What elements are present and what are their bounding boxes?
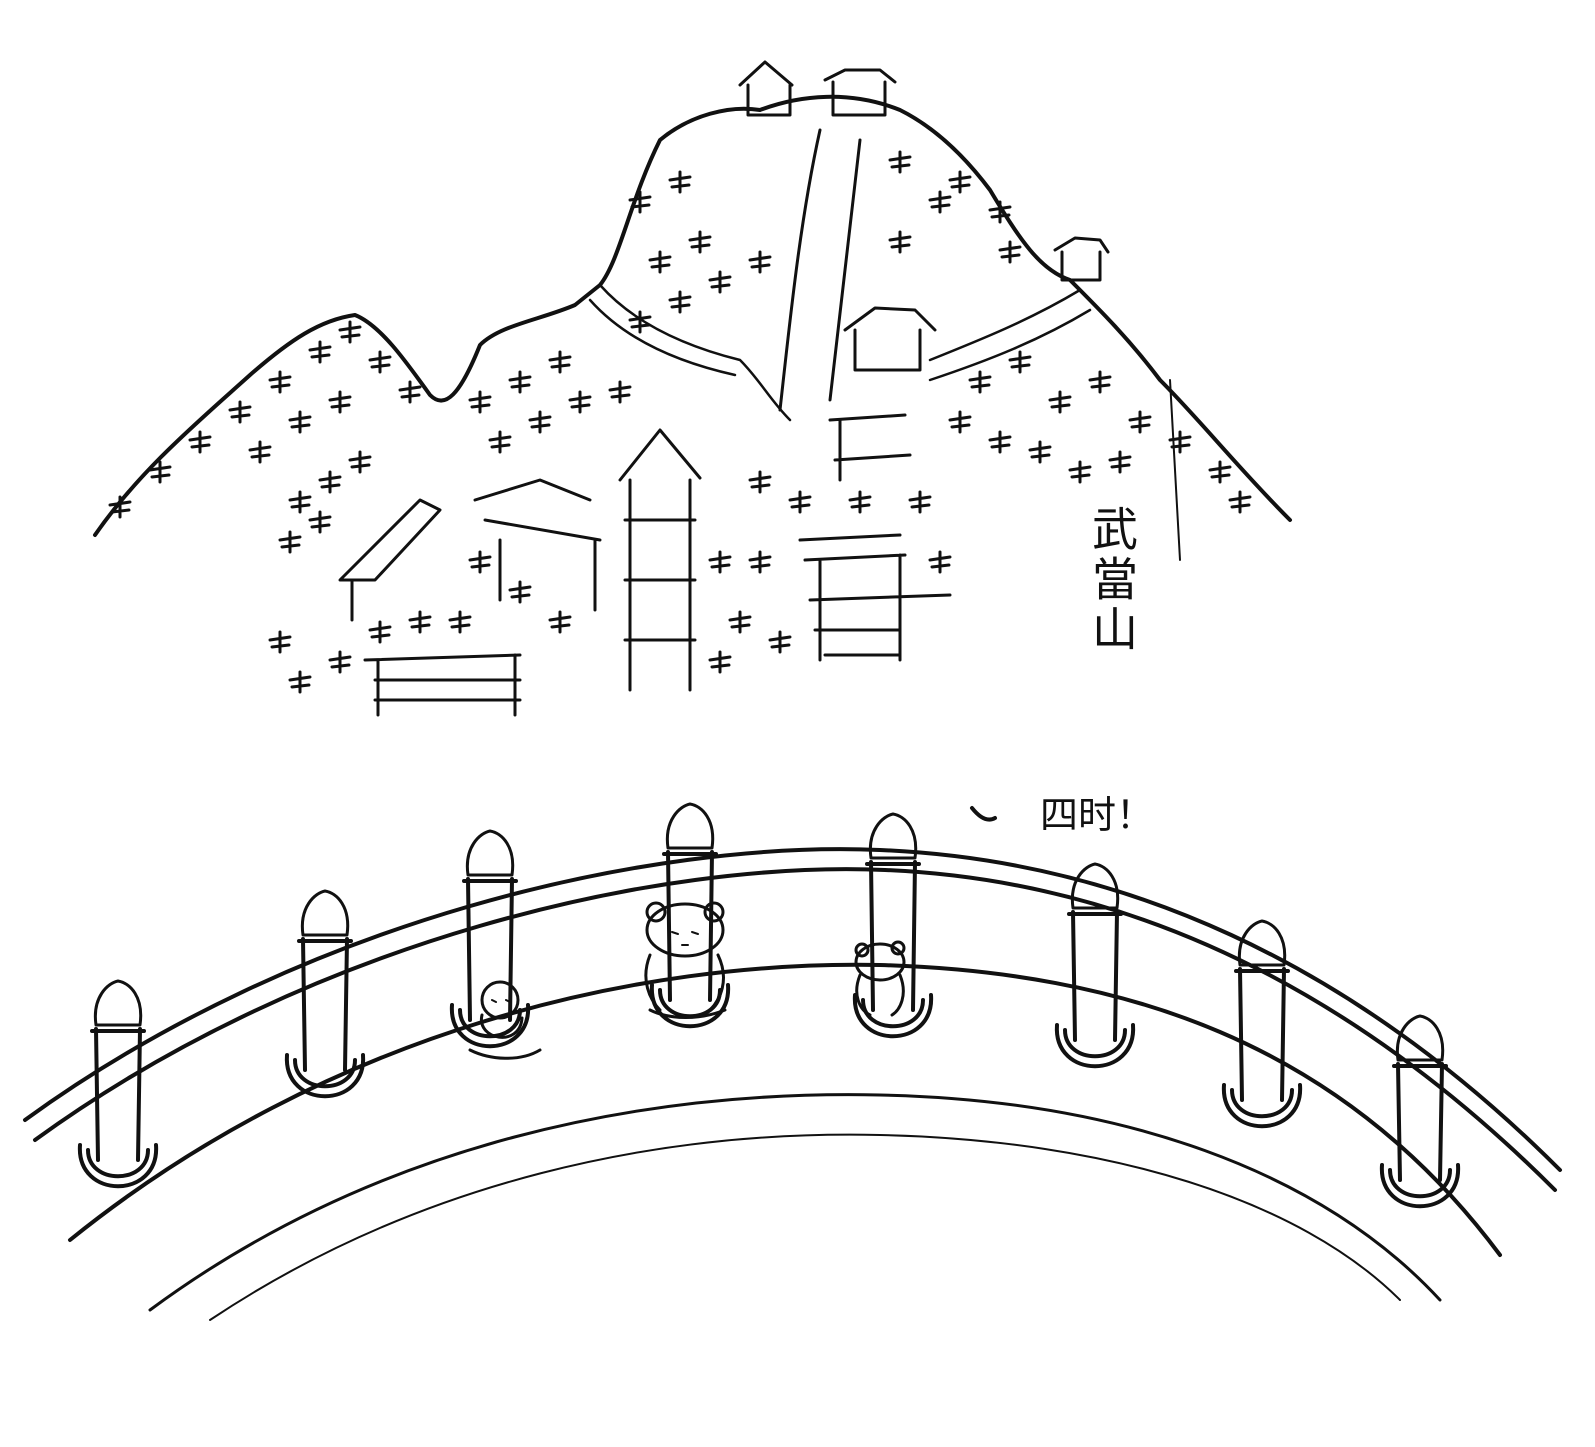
tree-mark (188, 430, 212, 454)
tree-mark (628, 190, 652, 214)
tree-mark (708, 650, 732, 674)
bear-small-left (468, 980, 542, 1060)
tree-mark (318, 470, 342, 494)
mountain-range (93, 94, 1292, 561)
tree-mark (1088, 370, 1112, 394)
tree-mark (948, 170, 972, 194)
bridge-post (1054, 862, 1136, 1069)
tree-mark (338, 320, 362, 344)
tree-mark (288, 670, 312, 694)
tree-mark (968, 370, 992, 394)
tree-mark (488, 430, 512, 454)
tree-mark (288, 490, 312, 514)
bridge-post (449, 829, 531, 1049)
tree-mark (608, 380, 632, 404)
tree-mark (928, 190, 952, 214)
tree-mark (508, 580, 532, 604)
tree-mark (928, 550, 952, 574)
tree-mark (348, 450, 372, 474)
bridge-post (1379, 1014, 1461, 1209)
tree-mark (1048, 390, 1072, 414)
tree-marks (108, 150, 1252, 694)
tree-mark (998, 240, 1022, 264)
tree-mark (278, 530, 302, 554)
tree-mark (398, 380, 422, 404)
tree-mark (708, 550, 732, 574)
tree-mark (768, 630, 792, 654)
speech-text: 四时！ (1040, 793, 1155, 837)
bridge-post (852, 812, 934, 1039)
bear-large-center (644, 901, 727, 1019)
tree-mark (268, 630, 292, 654)
tree-mark (368, 620, 392, 644)
tree-mark (468, 550, 492, 574)
tree-mark (108, 495, 132, 519)
tree-mark (528, 410, 552, 434)
bridge-post (77, 979, 159, 1189)
tree-mark (1008, 350, 1032, 374)
tree-mark (988, 200, 1012, 224)
tree-mark (548, 610, 572, 634)
tree-mark (668, 170, 692, 194)
tree-mark (328, 390, 352, 414)
mountain-title: 武當山 (1085, 505, 1139, 655)
tree-mark (1108, 450, 1132, 474)
tree-mark (1068, 460, 1092, 484)
arched-bridge (23, 847, 1562, 1321)
summit-temples (738, 60, 1110, 372)
tree-mark (788, 490, 812, 514)
speech-mark (970, 806, 997, 822)
bridge-post (284, 889, 366, 1099)
tree-mark (948, 410, 972, 434)
tree-mark (308, 340, 332, 364)
tree-mark (568, 390, 592, 414)
tree-mark (448, 610, 472, 634)
tree-mark (228, 400, 252, 424)
bridge-post (1221, 919, 1303, 1129)
tree-mark (748, 470, 772, 494)
tree-mark (368, 350, 392, 374)
tree-mark (308, 510, 332, 534)
tree-mark (628, 310, 652, 334)
tree-mark (648, 250, 672, 274)
tree-mark (268, 370, 292, 394)
tree-mark (328, 650, 352, 674)
tree-mark (548, 350, 572, 374)
bridge-posts (77, 802, 1461, 1209)
tree-mark (748, 250, 772, 274)
tree-mark (908, 490, 932, 514)
tree-mark (708, 270, 732, 294)
tree-mark (1028, 440, 1052, 464)
tree-mark (148, 460, 172, 484)
tree-mark (728, 610, 752, 634)
tree-mark (888, 150, 912, 174)
tree-mark (848, 490, 872, 514)
tree-mark (288, 410, 312, 434)
tree-mark (408, 610, 432, 634)
tree-mark (748, 550, 772, 574)
tree-mark (688, 230, 712, 254)
tree-mark (988, 430, 1012, 454)
tree-mark (1228, 490, 1252, 514)
tree-mark (508, 370, 532, 394)
tree-mark (1128, 410, 1152, 434)
tree-mark (888, 230, 912, 254)
bear-small-right (854, 940, 906, 1017)
tree-mark (668, 290, 692, 314)
tree-mark (1168, 430, 1192, 454)
temple-complex (338, 413, 952, 717)
tree-mark (248, 440, 272, 464)
tree-mark (468, 390, 492, 414)
tree-mark (1208, 460, 1232, 484)
